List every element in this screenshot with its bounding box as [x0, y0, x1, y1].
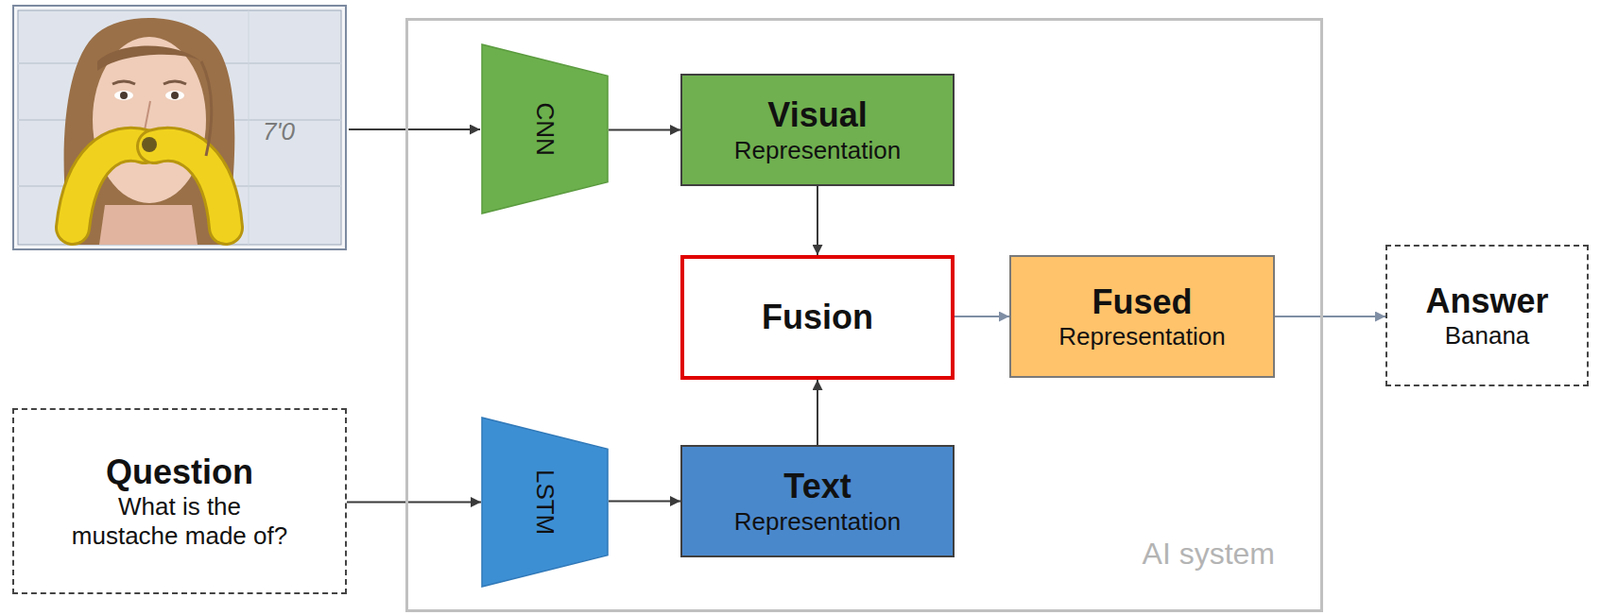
flow-arrow: [608, 500, 681, 503]
node-title: Fusion: [761, 296, 874, 338]
node-title: AI system: [1142, 535, 1275, 572]
trapezoid-outline: [481, 417, 608, 587]
system-frame: AI systemCNNVisualRepresentationFusionFu…: [405, 17, 1324, 613]
flow-arrow: [954, 315, 1010, 318]
output-box: AnswerBanana: [1385, 244, 1589, 387]
photo-label: 7'0: [262, 117, 295, 147]
photo-illustration: [12, 4, 347, 251]
flow-arrow: [816, 186, 819, 256]
input-box: QuestionWhat is the mustache made of?: [12, 408, 347, 595]
lstm-encoder: LSTM: [481, 416, 609, 588]
cnn-encoder: CNN: [481, 43, 609, 215]
node-subtitle: Banana: [1445, 321, 1531, 351]
node-subtitle: Representation: [1058, 322, 1225, 352]
fusion-box: Fusion: [680, 255, 955, 380]
flow-arrow: [608, 129, 681, 132]
process-box: TextRepresentation: [680, 445, 955, 558]
node-title: Answer: [1425, 280, 1549, 322]
flow-arrow: [1274, 315, 1386, 318]
node-title: Question: [105, 451, 254, 493]
node-title: Text: [783, 465, 851, 507]
node-title: Visual: [767, 94, 867, 136]
trapezoid-outline: [481, 44, 608, 214]
flow-arrow: [816, 379, 819, 446]
node-title: LSTM: [530, 469, 560, 535]
node-subtitle: Representation: [734, 507, 901, 537]
node-title: CNN: [530, 102, 560, 155]
wall-mark: 7'0: [262, 117, 295, 146]
process-box: FusedRepresentation: [1009, 255, 1275, 379]
node-subtitle: Representation: [734, 136, 901, 166]
flow-arrow: [346, 501, 482, 504]
node-title: Fused: [1091, 281, 1192, 323]
process-box: VisualRepresentation: [680, 73, 955, 187]
photo-arrow: [348, 128, 481, 131]
node-subtitle: What is the mustache made of?: [68, 492, 292, 551]
